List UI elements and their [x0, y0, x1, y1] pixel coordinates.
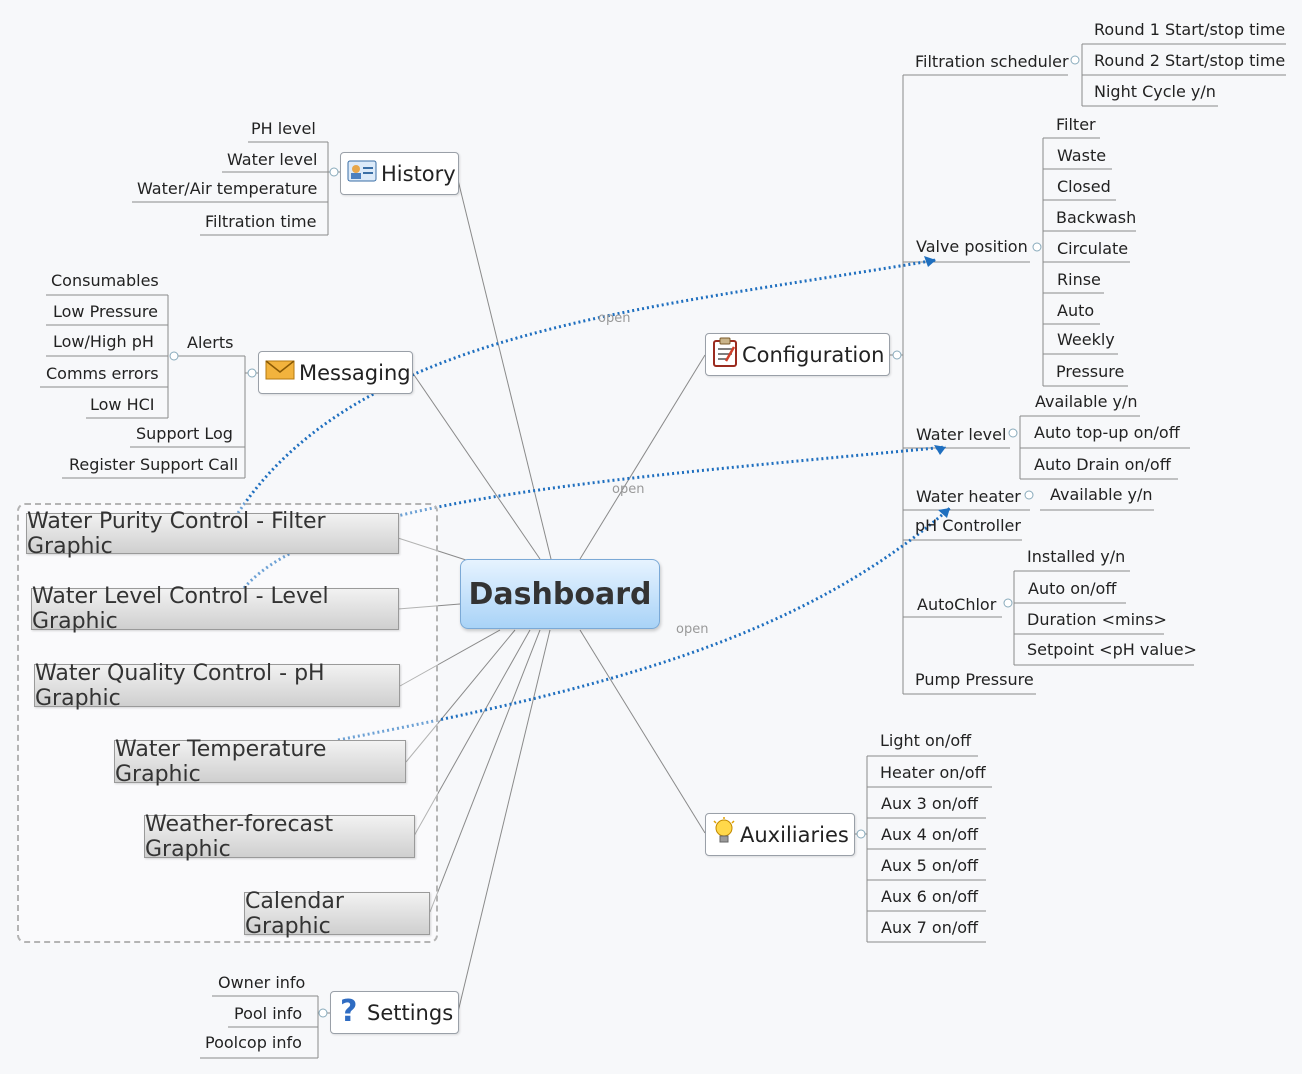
spoke-auxiliaries — [579, 629, 706, 834]
leaf-history-item[interactable]: PH level — [251, 119, 316, 138]
leaf-autochlor-item[interactable]: Duration <mins> — [1027, 610, 1167, 629]
leaf-valve-item[interactable]: Backwash — [1056, 208, 1137, 227]
leaf-aux-item[interactable]: Aux 6 on/off — [881, 887, 979, 906]
leaf-filtration-item[interactable]: Round 2 Start/stop time — [1094, 51, 1286, 70]
lightbulb-icon — [712, 817, 736, 852]
leaf-valve-item[interactable]: Pressure — [1056, 362, 1125, 381]
leaf-valve-item[interactable]: Circulate — [1057, 239, 1129, 258]
leaf-aux-item[interactable]: Heater on/off — [880, 763, 986, 782]
subtopic-water-level[interactable]: Water level — [916, 425, 1007, 444]
central-topic-dashboard[interactable]: Dashboard — [460, 559, 660, 629]
subtopic-water-heater[interactable]: Water heater — [916, 487, 1021, 506]
leaf-messaging-item[interactable]: Support Log — [136, 424, 233, 443]
leaf-valve-item[interactable]: Closed — [1057, 177, 1111, 196]
leaf-filtration-item[interactable]: Night Cycle y/n — [1094, 82, 1216, 101]
leaf-history-item[interactable]: Water level — [227, 150, 318, 169]
spoke-graphic-5 — [413, 629, 531, 837]
leaf-aux-item[interactable]: Light on/off — [880, 731, 972, 750]
topic-label: Settings — [367, 1000, 454, 1025]
subtopic-ph-controller[interactable]: pH Controller — [915, 516, 1021, 535]
relation-label: open — [612, 482, 645, 497]
spoke-graphic-6 — [429, 629, 541, 913]
spoke-graphic-4 — [405, 629, 516, 763]
leaf-autochlor-item[interactable]: Setpoint <pH value> — [1027, 640, 1197, 659]
svg-text:?: ? — [340, 994, 357, 1026]
graphics-boundary — [17, 503, 438, 943]
leaf-settings-item[interactable]: Pool info — [234, 1004, 303, 1023]
leaf-alert-item[interactable]: Low HCI — [90, 395, 155, 414]
leaf-alert-item[interactable]: Comms errors — [46, 364, 159, 383]
graphic-topic[interactable]: Water Level Control - Level Graphic — [31, 584, 399, 634]
topic-auxiliaries[interactable]: Auxiliaries — [705, 813, 855, 856]
leaf-aux-item[interactable]: Aux 4 on/off — [881, 825, 979, 844]
leaf-valve-item[interactable]: Filter — [1056, 115, 1096, 134]
subtopic-valve-position[interactable]: Valve position — [916, 237, 1028, 256]
leaf-aux-item[interactable]: Aux 5 on/off — [881, 856, 979, 875]
graphic-topic[interactable]: Water Quality Control - pH Graphic — [34, 661, 400, 711]
topic-configuration[interactable]: Configuration — [705, 333, 890, 376]
topic-label: Auxiliaries — [740, 822, 849, 847]
topic-settings[interactable]: ? Settings — [330, 991, 459, 1034]
subtopic-autochlor[interactable]: AutoChlor — [917, 595, 997, 614]
leaf-aux-item[interactable]: Aux 3 on/off — [881, 794, 979, 813]
spoke-messaging — [411, 371, 541, 560]
envelope-icon — [265, 359, 295, 386]
leaf-waterheater-item[interactable]: Available y/n — [1050, 485, 1153, 504]
question-mark-icon: ? — [337, 994, 363, 1031]
relation-filter-to-valve — [236, 258, 937, 514]
graphic-topic[interactable]: Water Temperature Graphic — [114, 737, 406, 787]
leaf-autochlor-item[interactable]: Auto on/off — [1028, 579, 1117, 598]
topic-label: History — [381, 161, 456, 186]
relation-level-to-waterlevel — [242, 445, 947, 589]
leaf-waterlevel-item[interactable]: Auto top-up on/off — [1034, 423, 1180, 442]
clipboard-icon — [712, 337, 738, 372]
spoke-graphic-2 — [397, 603, 461, 610]
relation-label: open — [676, 622, 709, 637]
graphic-topic[interactable]: Water Purity Control - Filter Graphic — [26, 509, 399, 559]
leaf-valve-item[interactable]: Waste — [1057, 146, 1107, 165]
leaf-history-item[interactable]: Water/Air temperature — [137, 179, 318, 198]
spoke-settings — [457, 629, 551, 1013]
leaf-valve-item[interactable]: Auto — [1057, 301, 1095, 320]
topic-history[interactable]: History — [340, 152, 459, 195]
graphic-topic[interactable]: Calendar Graphic — [244, 889, 430, 939]
relation-label: open — [598, 311, 631, 326]
leaf-autochlor-item[interactable]: Installed y/n — [1027, 547, 1126, 566]
subtopic-filtration-scheduler[interactable]: Filtration scheduler — [915, 52, 1069, 71]
leaf-valve-item[interactable]: Weekly — [1057, 330, 1115, 349]
subtopic-pump-pressure[interactable]: Pump Pressure — [915, 670, 1034, 689]
leaf-waterlevel-item[interactable]: Available y/n — [1035, 392, 1138, 411]
leaf-aux-item[interactable]: Aux 7 on/off — [881, 918, 979, 937]
leaf-settings-item[interactable]: Poolcop info — [205, 1033, 302, 1052]
leaf-valve-item[interactable]: Rinse — [1057, 270, 1101, 289]
spoke-graphic-1 — [397, 537, 467, 561]
topic-label: Configuration — [742, 342, 885, 367]
leaf-history-item[interactable]: Filtration time — [205, 212, 317, 231]
leaf-alert-item[interactable]: Low/High pH — [53, 332, 154, 351]
spoke-graphic-3 — [399, 629, 501, 687]
spoke-configuration — [579, 354, 706, 560]
topic-label: Messaging — [299, 360, 411, 385]
topic-messaging[interactable]: Messaging — [258, 351, 413, 394]
graphic-topic[interactable]: Weather-forecast Graphic — [144, 812, 415, 862]
leaf-alert-item[interactable]: Low Pressure — [53, 302, 158, 321]
leaf-waterlevel-item[interactable]: Auto Drain on/off — [1034, 455, 1171, 474]
spoke-history — [457, 179, 552, 560]
subtopic-alerts[interactable]: Alerts — [187, 333, 234, 352]
leaf-messaging-item[interactable]: Register Support Call — [69, 455, 239, 474]
leaf-settings-item[interactable]: Owner info — [218, 973, 306, 992]
leaf-filtration-item[interactable]: Round 1 Start/stop time — [1094, 20, 1286, 39]
contact-card-icon — [347, 160, 377, 187]
leaf-alert-item[interactable]: Consumables — [51, 271, 159, 290]
